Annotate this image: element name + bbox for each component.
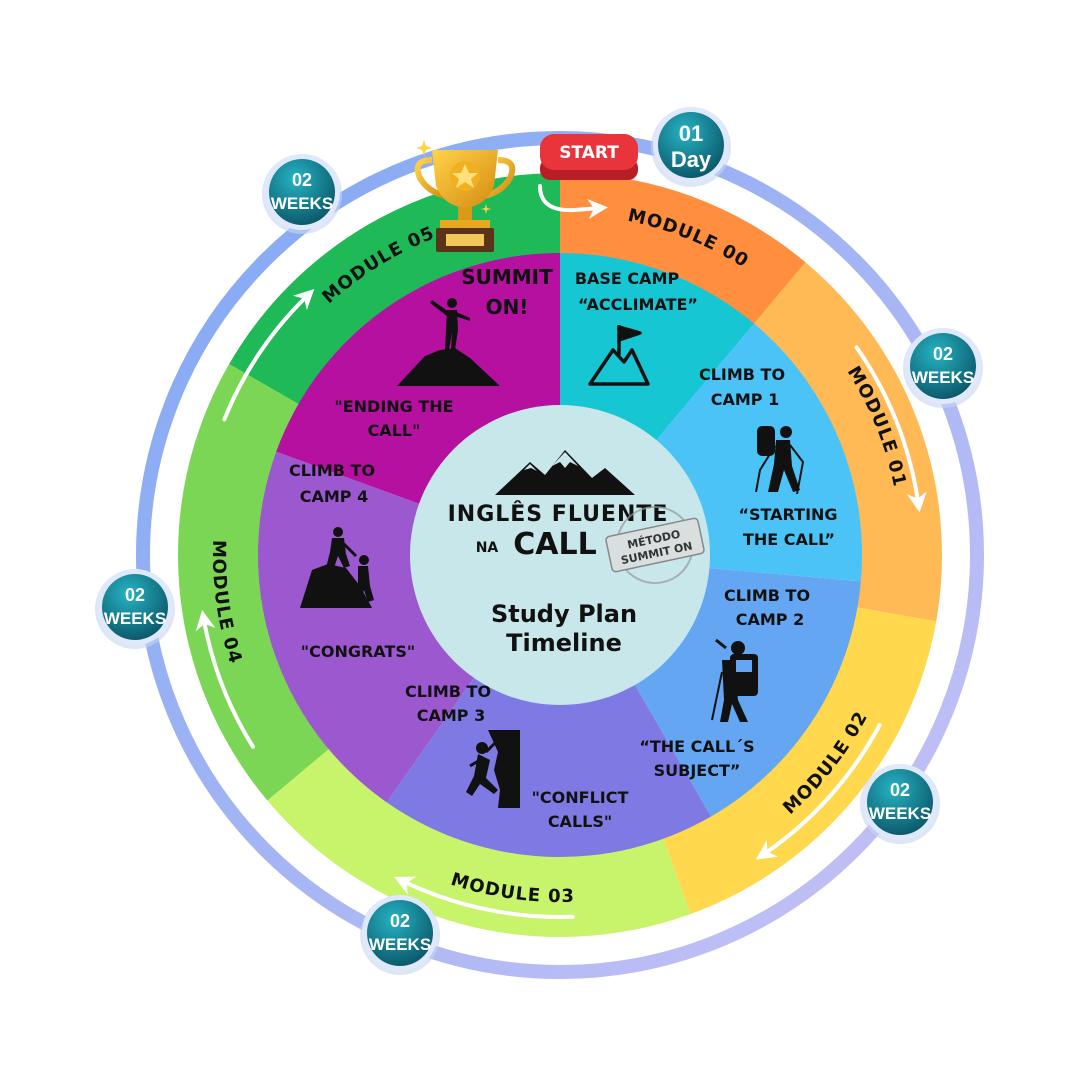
duration-value: 02 bbox=[933, 344, 953, 364]
arrow-icon bbox=[222, 289, 315, 422]
center-circle bbox=[410, 405, 710, 705]
flag-mountain-icon bbox=[588, 325, 650, 386]
segment-5-line1: SUMMIT bbox=[461, 265, 553, 289]
hiker-icon bbox=[755, 426, 805, 495]
segment-4-line1: CLIMB TO bbox=[289, 461, 375, 480]
brand-na: NA bbox=[476, 540, 499, 556]
camp-segment-03 bbox=[386, 555, 711, 857]
trophy-icon bbox=[414, 140, 516, 252]
segment-1-quote1: “STARTING bbox=[738, 505, 837, 524]
segment-1-line1: CLIMB TO bbox=[699, 365, 785, 384]
backpacker-icon bbox=[711, 638, 758, 722]
duration-unit: WEEKS bbox=[104, 609, 166, 628]
duration-unit: WEEKS bbox=[912, 368, 974, 387]
center-title-line1: Study Plan bbox=[491, 600, 637, 628]
arrow-icon bbox=[195, 609, 256, 749]
brand-line1: INGLÊS FLUENTE bbox=[448, 501, 669, 527]
arrow-icon bbox=[854, 345, 927, 513]
segment-2-quote2: SUBJECT” bbox=[654, 761, 741, 780]
segment-5-quote2: CALL" bbox=[368, 421, 421, 440]
module-segment-02 bbox=[662, 607, 937, 914]
segment-1-quote2: THE CALL” bbox=[743, 530, 835, 549]
module-segment-01 bbox=[752, 262, 942, 622]
start-label: START bbox=[559, 143, 619, 163]
segment-1-line2: CAMP 1 bbox=[711, 390, 779, 409]
segment-5-quote1: "ENDING THE bbox=[334, 397, 453, 416]
mountains-logo-icon bbox=[495, 450, 635, 495]
duration-value: 02 bbox=[292, 170, 312, 190]
module-segment-00 bbox=[560, 173, 806, 326]
summit-person-icon bbox=[397, 298, 500, 386]
segment-2-quote1: “THE CALL´S bbox=[639, 737, 754, 756]
segment-4-quote1: "CONGRATS" bbox=[301, 642, 415, 661]
segment-3-quote2: CALLS" bbox=[548, 812, 612, 831]
segment-4-line2: CAMP 4 bbox=[300, 487, 368, 506]
start-button[interactable]: START bbox=[540, 134, 638, 180]
brand-call: CALL bbox=[513, 527, 596, 562]
center-title-line2: Timeline bbox=[506, 629, 622, 657]
module-segment-03 bbox=[267, 747, 691, 938]
segment-2-line2: CAMP 2 bbox=[736, 610, 804, 629]
rock-climber-icon bbox=[466, 730, 520, 808]
helping-climbers-icon bbox=[300, 527, 374, 608]
segment-3-line2: CAMP 3 bbox=[417, 706, 485, 725]
segment-texts: BASE CAMP “ACCLIMATE” CLIMB TO CAMP 1 “START… bbox=[289, 265, 838, 831]
segment-2-line1: CLIMB TO bbox=[724, 586, 810, 605]
duration-unit: WEEKS bbox=[869, 804, 931, 823]
segment-3-quote1: "CONFLICT bbox=[532, 788, 629, 807]
duration-value: 01 bbox=[679, 121, 703, 146]
segment-0-line1: BASE CAMP bbox=[575, 269, 680, 288]
duration-unit: Day bbox=[671, 147, 712, 172]
duration-value: 02 bbox=[390, 911, 410, 931]
start-arrow-icon bbox=[538, 184, 608, 219]
duration-unit: WEEKS bbox=[369, 935, 431, 954]
duration-value: 02 bbox=[125, 585, 145, 605]
duration-unit: WEEKS bbox=[271, 194, 333, 213]
arrow-icon bbox=[755, 722, 882, 860]
arrow-icon bbox=[394, 876, 575, 919]
segment-5-line2: ON! bbox=[486, 295, 529, 319]
duration-value: 02 bbox=[890, 780, 910, 800]
segment-3-line1: CLIMB TO bbox=[405, 682, 491, 701]
progress-arrows bbox=[195, 289, 927, 919]
segment-0-quote1: “ACCLIMATE” bbox=[578, 295, 698, 314]
